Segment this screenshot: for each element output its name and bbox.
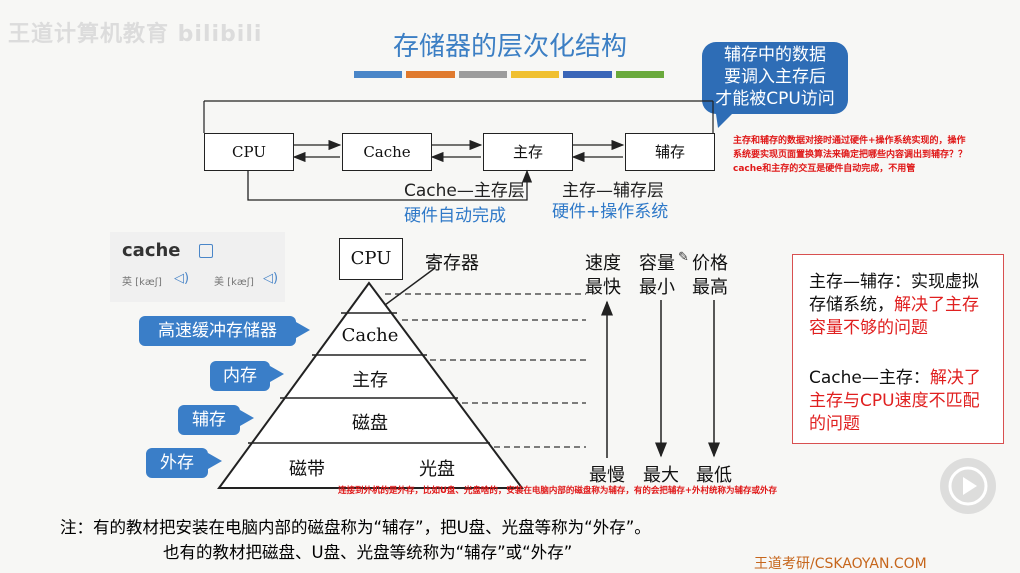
red-annotation-mid: 连接到外机的是外存，比如U盘、光盘啥的，安装在电脑内部的磁盘称为辅存，有的会把辅… bbox=[338, 486, 778, 496]
copy-icon[interactable] bbox=[199, 244, 213, 258]
brand-label: 王道考研/CSKAOYAN.COM bbox=[754, 556, 927, 572]
storage-pyramid bbox=[217, 281, 524, 489]
color-bar-segment bbox=[406, 71, 455, 78]
phonetic-us: 美 [kæʃ] bbox=[214, 277, 254, 288]
callout-line: 才能被CPU访问 bbox=[715, 89, 835, 109]
axis-text: 价格 bbox=[692, 253, 728, 274]
dictionary-word: cache bbox=[122, 240, 181, 261]
pyramid-cache-label: Cache bbox=[341, 325, 399, 346]
register-pointer bbox=[384, 267, 436, 306]
speed-bottom-label: 最慢 bbox=[589, 465, 625, 486]
callout-line: 辅存中的数据 bbox=[724, 45, 826, 65]
axis-text: 速度 bbox=[585, 253, 621, 274]
external-storage-side-label: 外存 bbox=[146, 448, 208, 478]
color-bar-segment bbox=[458, 71, 507, 78]
callout-tail bbox=[716, 114, 732, 128]
explanation-box: 主存—辅存：实现虚拟存储系统，解决了主存容量不够的问题 Cache—主存：解决了… bbox=[792, 254, 1004, 444]
page-title: 存储器的层次化结构 bbox=[392, 32, 627, 62]
color-bar-segment bbox=[563, 71, 612, 78]
note-highlight: 解决了主存容量不够的问题 bbox=[809, 295, 979, 338]
pyramid-optical-label: 光盘 bbox=[419, 459, 455, 480]
note-text: 主存—辅存：实现虚拟存储系统， bbox=[809, 272, 979, 315]
watermark: 王道计算机教育 bilibili bbox=[8, 22, 263, 47]
phonetic-uk: 英 [kæʃ] bbox=[122, 277, 162, 288]
pyramid-main-label: 主存 bbox=[352, 370, 388, 391]
callout-bubble: 辅存中的数据 要调入主存后 才能被CPU访问 bbox=[702, 42, 848, 114]
pyramid-tape-label: 磁带 bbox=[289, 459, 325, 480]
speed-top-label: 速度 最快 bbox=[585, 252, 621, 300]
pyramid-cpu-box: CPU bbox=[339, 238, 403, 280]
color-bar-segment bbox=[354, 71, 403, 78]
aux-storage-side-label: 辅存 bbox=[178, 405, 240, 435]
note-line: 系统要实现页面置换算法来确定把哪些内容调出到辅存？？ bbox=[733, 150, 968, 160]
label-pointer bbox=[296, 322, 310, 338]
callout-line: 要调入主存后 bbox=[724, 67, 826, 87]
cache-label: Cache bbox=[363, 143, 411, 161]
main-memory-box: 主存 bbox=[483, 133, 573, 171]
axis-text: 最快 bbox=[585, 277, 621, 298]
cache-main-layer-label: Cache—主存层 bbox=[404, 181, 525, 201]
title-color-bar bbox=[354, 71, 664, 78]
axis-text: 容量 bbox=[639, 253, 675, 274]
main-aux-layer-label: 主存—辅存层 bbox=[562, 181, 664, 201]
axis-text: 最小 bbox=[639, 277, 675, 298]
aux-storage-box: 辅存 bbox=[625, 133, 715, 171]
footnote-line-2: 也有的教材把磁盘、U盘、光盘等统称为“辅存”或“外存” bbox=[163, 543, 573, 562]
level-dashed-lines bbox=[385, 293, 586, 448]
label-pointer bbox=[208, 453, 222, 469]
cache-memory-side-label: 高速缓冲存储器 bbox=[139, 316, 296, 346]
pyramid-cpu-label: CPU bbox=[350, 248, 392, 269]
note-paragraph-1: 主存—辅存：实现虚拟存储系统，解决了主存容量不够的问题 bbox=[809, 271, 995, 340]
red-annotation-note: 主存和辅存的数据对接时通过硬件+操作系统实现的，操作 系统要实现页面置换算法来确… bbox=[733, 134, 1018, 176]
hardware-os-label: 硬件+操作系统 bbox=[552, 202, 669, 222]
footnote-line-1: 注：有的教材把安装在电脑内部的磁盘称为“辅存”，把U盘、光盘等称为“外存”。 bbox=[60, 518, 651, 537]
cpu-main-loop-arrow bbox=[247, 169, 533, 201]
note-text: Cache—主存： bbox=[809, 368, 930, 388]
aux-storage-label: 辅存 bbox=[654, 143, 685, 161]
speaker-icon[interactable]: ◁) bbox=[263, 271, 279, 286]
axis-text: 最高 bbox=[692, 277, 728, 298]
cpu-label: CPU bbox=[232, 143, 266, 161]
hardware-auto-label: 硬件自动完成 bbox=[404, 206, 506, 226]
speaker-icon[interactable]: ◁) bbox=[174, 271, 190, 286]
note-paragraph-2: Cache—主存：解决了主存与CPU速度不匹配的问题 bbox=[809, 367, 995, 436]
main-memory-label: 主存 bbox=[512, 143, 543, 161]
capacity-bottom-label: 最大 bbox=[643, 465, 679, 486]
note-line: 主存和辅存的数据对接时通过硬件+操作系统实现的，操作 bbox=[733, 136, 966, 146]
note-highlight: 解决了主存与CPU速度不匹配的问题 bbox=[809, 368, 981, 434]
pyramid-disk-label: 磁盘 bbox=[352, 413, 388, 434]
play-icon bbox=[948, 466, 988, 506]
capacity-top-label: 容量 最小 bbox=[639, 252, 675, 300]
register-label: 寄存器 bbox=[425, 253, 479, 274]
color-bar-segment bbox=[510, 71, 560, 78]
pencil-icon: ✎ bbox=[678, 250, 689, 265]
label-pointer bbox=[240, 410, 254, 426]
color-bar-segment bbox=[615, 71, 664, 78]
price-top-label: 价格 最高 bbox=[692, 252, 728, 300]
play-button[interactable] bbox=[940, 458, 996, 514]
cache-box: Cache bbox=[342, 133, 432, 171]
note-line: cache和主存的交互是硬件自动完成，不用管 bbox=[733, 164, 916, 174]
price-bottom-label: 最低 bbox=[696, 465, 732, 486]
inner-memory-side-label: 内存 bbox=[210, 361, 270, 391]
label-pointer bbox=[270, 366, 284, 382]
dictionary-popup bbox=[110, 232, 285, 302]
